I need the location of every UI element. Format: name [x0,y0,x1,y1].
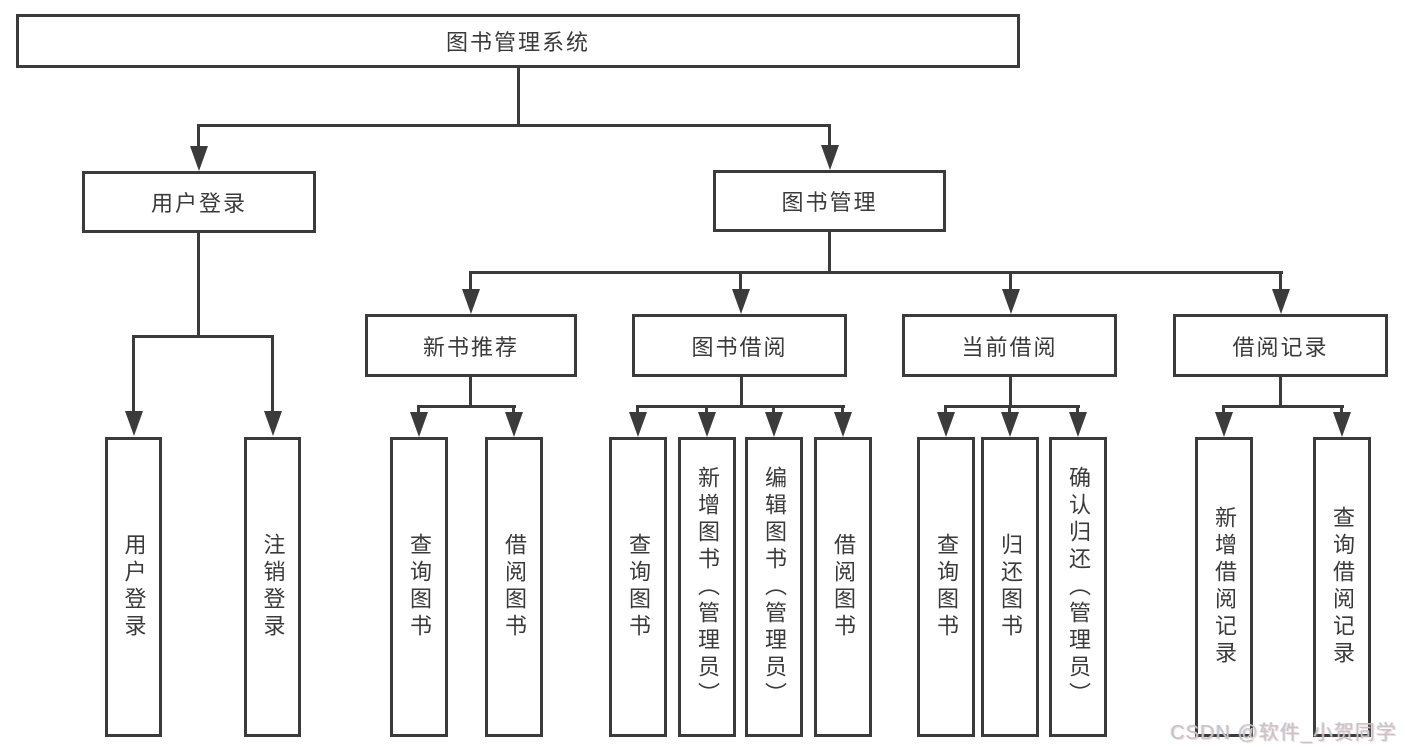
arrow-down-icon [125,411,143,436]
arrow-down-icon [834,412,852,437]
connector-line [944,405,1080,408]
arrow-down-icon [190,146,208,171]
arrow-down-icon [937,412,955,437]
leaf-user-login: 用户登录 [105,437,162,737]
connector-line [828,124,831,152]
leaf-confirm-return-admin: 确认归还（管理员） [1049,437,1107,737]
connector-line [1340,405,1343,417]
leaf-label: 注销登录 [260,533,286,641]
connector-line [132,335,274,338]
node-new-book-recommend: 新书推荐 [365,314,577,377]
connector-line [197,231,200,337]
arrow-down-icon [1272,289,1290,314]
arrow-down-icon [629,412,647,437]
connector-line [636,405,639,417]
leaf-label: 用户登录 [121,533,147,641]
arrow-down-icon [732,289,750,314]
arrow-down-icon [1001,412,1019,437]
arrow-down-icon [765,412,783,437]
connector-line [705,405,708,417]
connector-line [469,271,472,293]
node-label: 图书管理系统 [445,30,590,55]
leaf-query-books-current: 查询图书 [917,437,975,737]
node-book-management: 图书管理 [713,170,946,232]
node-label: 当前借阅 [961,334,1058,360]
connector-line [197,124,200,152]
leaf-label: 新增图书（管理员） [695,465,720,709]
node-label: 借阅记录 [1232,334,1329,360]
node-book-borrow: 图书借阅 [632,314,847,377]
connector-line [739,271,742,293]
connector-line [740,375,743,408]
connector-line [636,405,845,408]
node-label: 图书管理 [781,190,878,215]
leaf-label: 查询借阅记录 [1330,506,1355,668]
connector-line [417,405,420,417]
leaf-label: 查询图书 [626,533,651,641]
connector-line [1009,375,1012,408]
connector-line [1076,405,1079,417]
connector-line [469,375,472,408]
connector-line [517,66,520,125]
connector-line [1279,271,1282,293]
connector-line [469,271,1283,274]
connector-line [1008,405,1011,417]
connector-line [944,405,947,417]
leaf-add-books-admin: 新增图书（管理员） [678,437,736,737]
connector-line [1222,405,1225,417]
node-label: 图书借阅 [691,334,788,360]
leaf-label: 新增借阅记录 [1212,506,1237,668]
leaf-query-books-recommend: 查询图书 [390,437,448,737]
leaf-label: 确认归还（管理员） [1066,465,1091,709]
leaf-label: 借阅图书 [502,533,527,641]
node-current-borrow: 当前借阅 [902,314,1117,377]
leaf-query-borrow-record: 查询借阅记录 [1313,437,1371,737]
connector-line [828,230,831,274]
connector-line [132,335,135,413]
leaf-return-books: 归还图书 [981,437,1039,737]
arrow-down-icon [1333,412,1351,437]
arrow-down-icon [462,289,480,314]
node-library-management-system: 图书管理系统 [16,14,1020,68]
leaf-edit-books-admin: 编辑图书（管理员） [745,437,803,737]
connector-line [417,405,516,408]
connector-line [841,405,844,417]
arrow-down-icon [698,412,716,437]
connector-line [1279,375,1282,408]
leaf-label: 查询图书 [407,533,432,641]
connector-line [1009,271,1012,293]
watermark: CSDN @软件_小贺同学 [1170,722,1397,744]
arrow-down-icon [1002,289,1020,314]
arrow-down-icon [1069,412,1087,437]
connector-line [271,335,274,413]
connector-line [197,124,831,127]
leaf-label: 查询图书 [934,533,959,641]
leaf-borrow-books-recommend: 借阅图书 [485,437,543,737]
leaf-borrow-books: 借阅图书 [814,437,872,737]
arrow-down-icon [264,411,282,436]
arrow-down-icon [821,145,839,170]
node-borrow-records: 借阅记录 [1173,314,1388,377]
node-user-login: 用户登录 [82,171,316,233]
leaf-add-borrow-record: 新增借阅记录 [1195,437,1253,737]
connector-line [1222,405,1344,408]
connector-line [772,405,775,417]
connector-line [512,405,515,417]
leaf-query-books-borrow: 查询图书 [609,437,667,737]
arrow-down-icon [410,412,428,437]
leaf-label: 归还图书 [998,533,1023,641]
leaf-label: 借阅图书 [831,533,856,641]
arrow-down-icon [1215,412,1233,437]
leaf-label: 编辑图书（管理员） [762,465,787,709]
leaf-logout: 注销登录 [244,437,301,737]
node-label: 用户登录 [150,191,247,216]
node-label: 新书推荐 [422,334,519,360]
arrow-down-icon [505,412,523,437]
